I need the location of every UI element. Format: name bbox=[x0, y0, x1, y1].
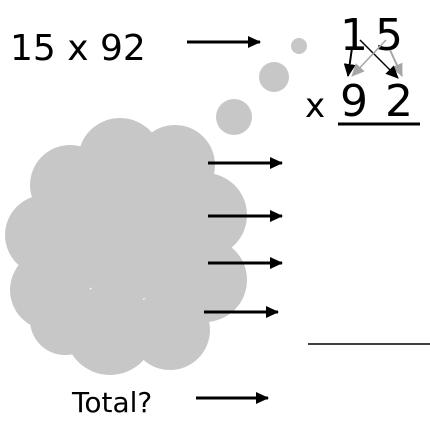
problem-expression: 15 x 92 bbox=[10, 28, 146, 69]
top-digit-ones: 5 bbox=[375, 10, 403, 61]
bottom-digit-tens: 9 bbox=[340, 76, 368, 127]
thought-bubble-trail bbox=[216, 38, 307, 135]
multiply-operator: x bbox=[305, 86, 325, 126]
thought-dot-small bbox=[291, 38, 307, 54]
thought-cloud bbox=[5, 118, 247, 375]
thought-dot-large bbox=[216, 99, 252, 135]
arrow-1-to-2 bbox=[359, 39, 399, 79]
arrow-5-to-9 bbox=[351, 39, 387, 77]
partial-product-arrows bbox=[204, 157, 283, 318]
arrow-5-to-2 bbox=[389, 49, 403, 77]
top-digit-tens: 1 bbox=[340, 10, 368, 61]
bottom-digit-ones: 2 bbox=[385, 76, 413, 127]
thought-dot-medium bbox=[259, 62, 289, 92]
total-label: Total? bbox=[71, 386, 152, 419]
arrow-1-to-9 bbox=[343, 47, 356, 77]
multiplication-problem: 1 5 x 9 2 bbox=[305, 10, 420, 127]
